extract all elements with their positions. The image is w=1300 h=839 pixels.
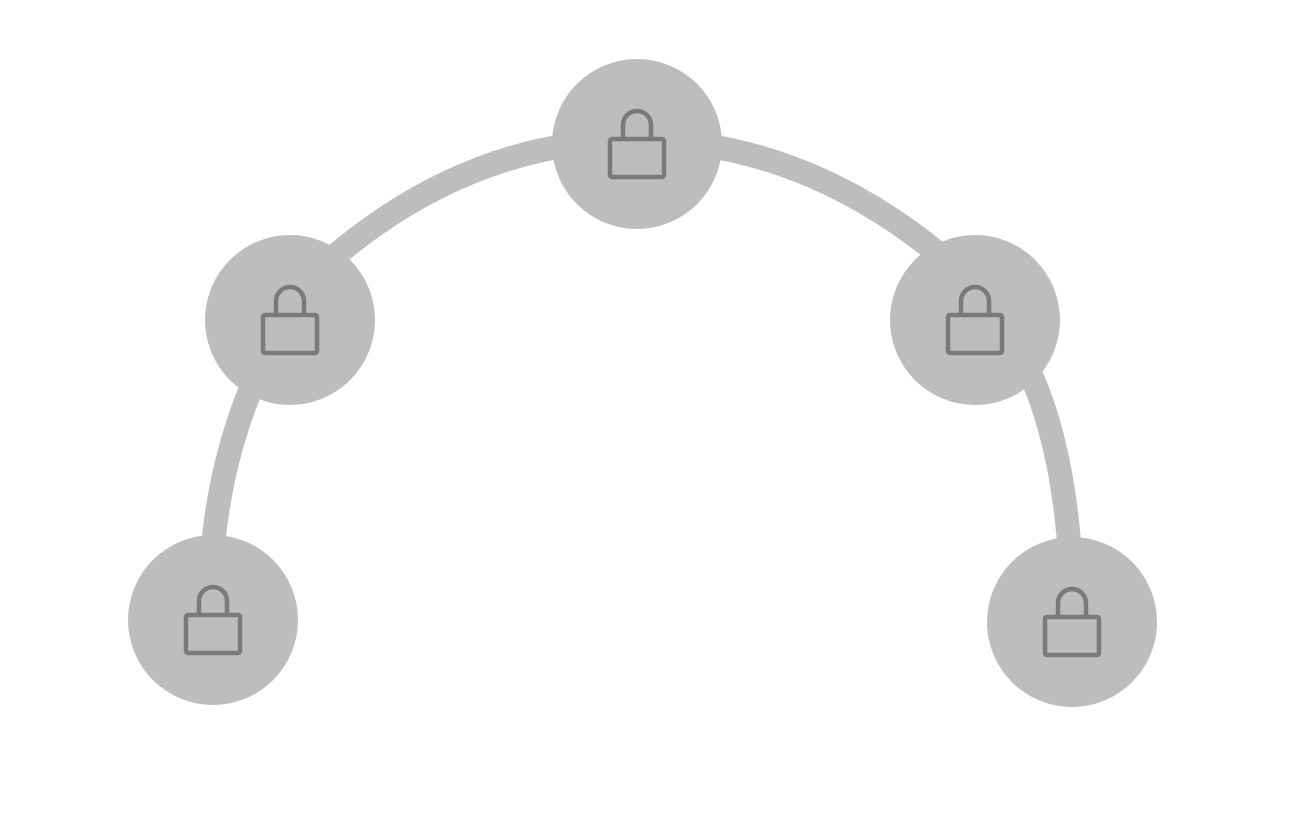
level-node-2[interactable] xyxy=(205,235,375,405)
lock-icon xyxy=(607,108,667,180)
lock-icon xyxy=(945,284,1005,356)
lock-icon xyxy=(183,584,243,656)
level-node-1[interactable] xyxy=(128,535,298,705)
level-node-3[interactable] xyxy=(552,59,722,229)
level-node-4[interactable] xyxy=(890,235,1060,405)
lock-icon xyxy=(260,284,320,356)
level-node-5[interactable] xyxy=(987,537,1157,707)
lock-icon xyxy=(1042,586,1102,658)
